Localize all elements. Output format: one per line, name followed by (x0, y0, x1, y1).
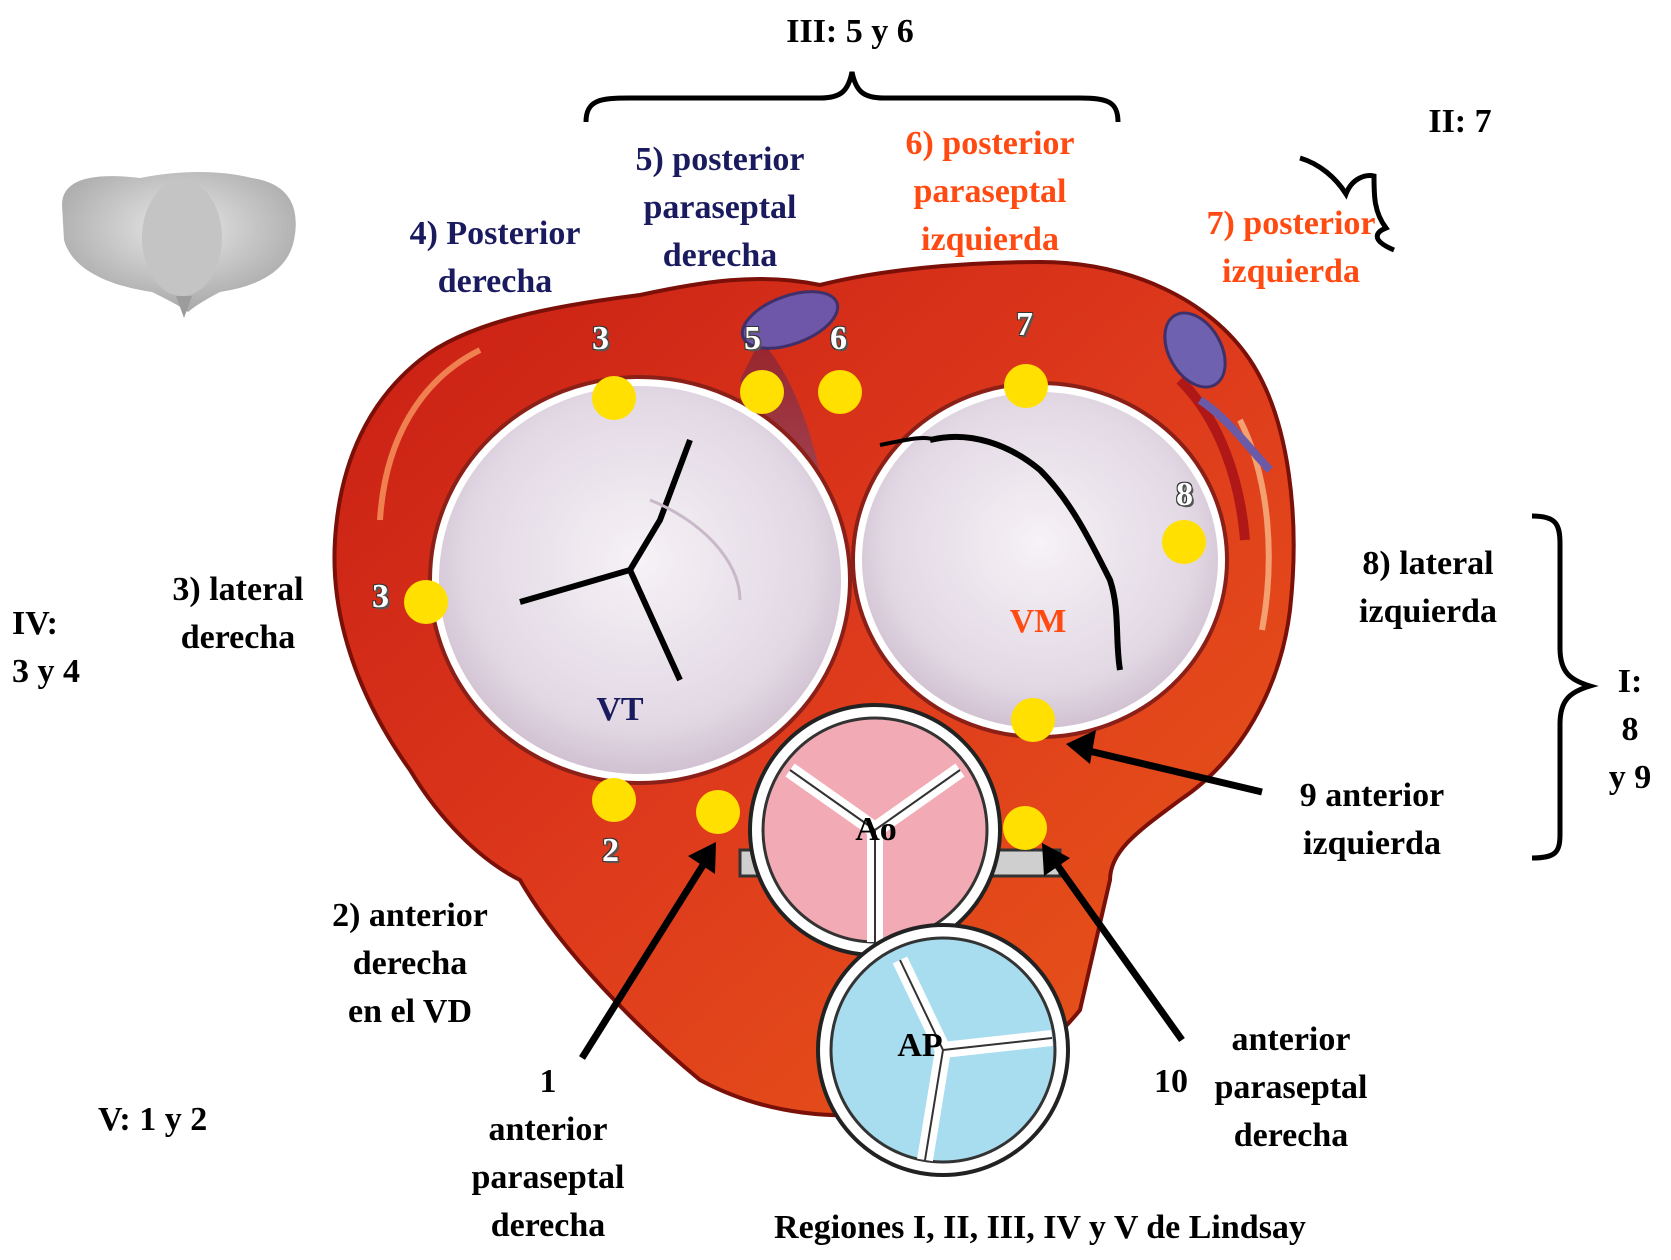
label-6-line2: paraseptal (870, 168, 1110, 216)
label-8-lateral-izquierda: 8) lateral izquierda (1338, 540, 1518, 636)
marker-dot-10 (1003, 806, 1047, 850)
brace-I (1532, 516, 1590, 858)
label-7-posterior-izquierda: 7) posterior izquierda (1176, 200, 1406, 296)
label-10-line1: anterior (1186, 1016, 1396, 1064)
region-label-I-line2: 8 (1592, 706, 1668, 754)
marker-number-6: 6 (830, 320, 847, 358)
label-1-line2: anterior (448, 1106, 648, 1154)
structure-label-vm: VM (988, 598, 1088, 646)
label-4-line2: derecha (380, 258, 610, 306)
structure-label-ao: Ao (836, 806, 916, 854)
label-2-line3: en el VD (300, 988, 520, 1036)
structure-label-vt: VT (570, 686, 670, 734)
label-6-posterior-paraseptal-izquierda: 6) posterior paraseptal izquierda (870, 120, 1110, 264)
label-1-line4: derecha (448, 1202, 648, 1250)
marker-number-3: 3 (372, 578, 389, 616)
marker-number-7: 7 (1016, 306, 1033, 344)
marker-dot-9 (1011, 698, 1055, 742)
label-10-line2: paraseptal (1186, 1064, 1396, 1112)
structure-label-ap: AP (880, 1022, 960, 1070)
label-1-line1: 1 (448, 1058, 648, 1106)
label-4-posterior-derecha: 4) Posterior derecha (380, 210, 610, 306)
label-6-line1: 6) posterior (870, 120, 1110, 168)
label-1-anterior-paraseptal-derecha: 1 anterior paraseptal derecha (448, 1058, 648, 1250)
region-label-II: II: 7 (1400, 98, 1520, 146)
label-4-line1: 4) Posterior (380, 210, 610, 258)
marker-dot-2 (592, 778, 636, 822)
mitral-valve (853, 383, 1227, 737)
label-10-line3: derecha (1186, 1112, 1396, 1160)
label-2-anterior-derecha-vd: 2) anterior derecha en el VD (300, 892, 520, 1036)
brace-III (586, 72, 1118, 122)
region-label-IV: IV: 3 y 4 (12, 600, 80, 696)
region-label-IV-line1: IV: (12, 600, 80, 648)
marker-dot-6 (818, 370, 862, 414)
label-5-line2: paraseptal (600, 184, 840, 232)
label-3-line1: 3) lateral (148, 566, 328, 614)
region-label-I-line3: y 9 (1592, 754, 1668, 802)
label-2-line1: 2) anterior (300, 892, 520, 940)
region-label-V: V: 1 y 2 (98, 1096, 258, 1144)
marker-number-5: 5 (744, 320, 761, 358)
marker-dot-4 (592, 376, 636, 420)
label-1-line3: paraseptal (448, 1154, 648, 1202)
marker-dot-1 (696, 790, 740, 834)
label-8-line2: izquierda (1338, 588, 1518, 636)
label-3-lateral-derecha: 3) lateral derecha (148, 566, 328, 662)
label-9-line1: 9 anterior (1272, 772, 1472, 820)
marker-number-4: 3 (592, 320, 609, 358)
label-9-anterior-izquierda: 9 anterior izquierda (1272, 772, 1472, 868)
marker-dot-3 (404, 580, 448, 624)
marker-dot-8 (1162, 520, 1206, 564)
label-5-posterior-paraseptal-derecha: 5) posterior paraseptal derecha (600, 136, 840, 280)
label-9-line2: izquierda (1272, 820, 1472, 868)
label-2-line2: derecha (300, 940, 520, 988)
region-label-IV-line2: 3 y 4 (12, 648, 80, 696)
region-label-III: III: 5 y 6 (730, 8, 970, 56)
label-6-line3: izquierda (870, 216, 1110, 264)
label-3-line2: derecha (148, 614, 328, 662)
region-label-I: I: 8 y 9 (1592, 658, 1668, 802)
label-7-line2: izquierda (1176, 248, 1406, 296)
marker-dot-7 (1004, 364, 1048, 408)
label-10-anterior-paraseptal-derecha: anterior paraseptal derecha (1186, 1016, 1396, 1160)
marker-number-2: 2 (602, 832, 619, 870)
orientation-heart-icon (62, 172, 296, 318)
marker-dot-5 (740, 370, 784, 414)
label-5-line3: derecha (600, 232, 840, 280)
label-7-line1: 7) posterior (1176, 200, 1406, 248)
figure-caption: Regiones I, II, III, IV y V de Lindsay (700, 1204, 1380, 1252)
marker-number-8: 8 (1176, 476, 1193, 514)
label-5-line1: 5) posterior (600, 136, 840, 184)
region-label-I-line1: I: (1592, 658, 1668, 706)
label-8-line1: 8) lateral (1338, 540, 1518, 588)
